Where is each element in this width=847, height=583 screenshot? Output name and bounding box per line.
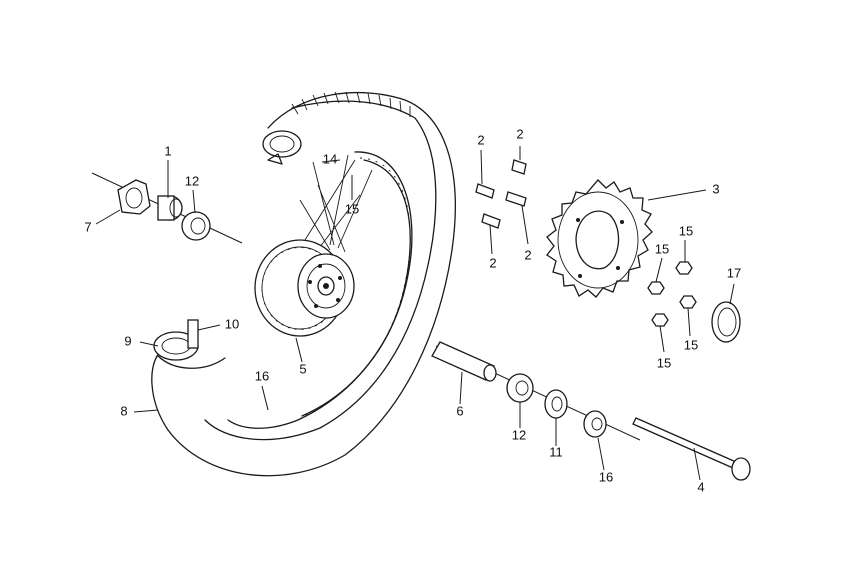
callout-2-bottom-left: 2 bbox=[489, 255, 496, 270]
callout-9: 9 bbox=[124, 333, 131, 348]
tire bbox=[151, 91, 456, 477]
callout-15-top-left: 15 bbox=[655, 241, 669, 256]
callout-16-rim: 16 bbox=[255, 368, 269, 383]
callout-5: 5 bbox=[299, 361, 306, 376]
callout-8: 8 bbox=[120, 403, 127, 418]
callout-2-bottom-right: 2 bbox=[524, 247, 531, 262]
callout-15-top-right: 15 bbox=[679, 223, 693, 238]
callout-16-axle: 16 bbox=[599, 469, 613, 484]
callout-12-left: 12 bbox=[185, 173, 199, 188]
callout-15-bottom-right: 15 bbox=[684, 337, 698, 352]
left-parts bbox=[91, 172, 243, 244]
callout-2-top-right: 2 bbox=[516, 126, 523, 141]
callout-10: 10 bbox=[225, 316, 239, 331]
hub bbox=[254, 239, 355, 337]
callout-12-axle: 12 bbox=[512, 427, 526, 442]
callout-7: 7 bbox=[84, 219, 91, 234]
callout-2-top-left: 2 bbox=[477, 132, 484, 147]
leader-lines bbox=[95, 146, 735, 481]
callout-6: 6 bbox=[456, 403, 463, 418]
callout-3: 3 bbox=[712, 181, 719, 196]
bolts bbox=[475, 159, 527, 229]
callout-17: 17 bbox=[727, 265, 741, 280]
callout-11: 11 bbox=[549, 444, 563, 459]
spokes bbox=[299, 154, 373, 253]
callout-15-bottom-left: 15 bbox=[657, 355, 671, 370]
lock-ring bbox=[711, 301, 741, 343]
callout-1: 1 bbox=[164, 143, 171, 158]
callout-4: 4 bbox=[697, 479, 704, 494]
valve bbox=[187, 319, 199, 349]
sprocket bbox=[546, 179, 653, 298]
rim bbox=[227, 151, 413, 429]
nuts bbox=[647, 261, 697, 327]
callouts: 1 12 7 14 15 2 2 2 2 3 15 15 15 15 17 9 … bbox=[84, 126, 741, 494]
callout-14: 14 bbox=[323, 151, 337, 166]
callout-15-hub: 15 bbox=[345, 201, 359, 216]
axle-assembly bbox=[431, 341, 751, 481]
